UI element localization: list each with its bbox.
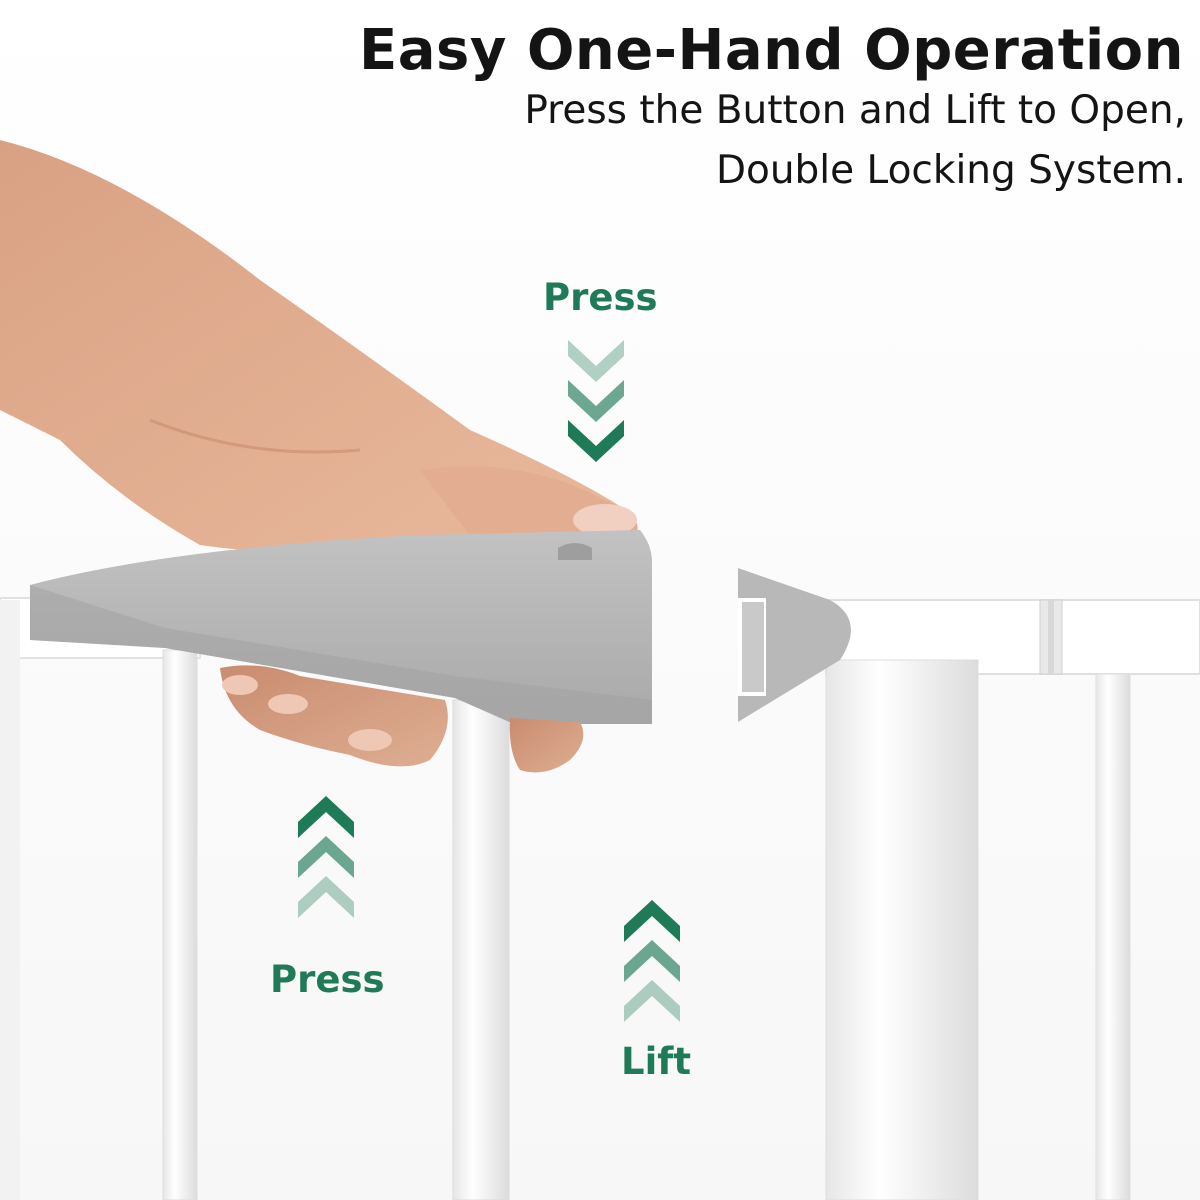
press-up-arrows-icon [298, 796, 354, 918]
press-label-bottom: Press [270, 958, 385, 1001]
lift-label: Lift [621, 1040, 692, 1083]
latch-handle[interactable] [30, 530, 652, 724]
fingers [220, 665, 584, 773]
lift-up-arrows-icon [624, 900, 680, 1022]
right-gate-frame [825, 599, 1200, 1200]
hand [0, 140, 638, 554]
press-label-top: Press [543, 276, 658, 319]
latch-receiver [738, 568, 851, 722]
page-title: Easy One-Hand Operation [358, 18, 1184, 83]
subtitle-line-2: Double Locking System. [715, 148, 1186, 193]
press-down-arrows-icon [568, 340, 624, 462]
subtitle-line-1: Press the Button and Lift to Open, [524, 88, 1186, 133]
